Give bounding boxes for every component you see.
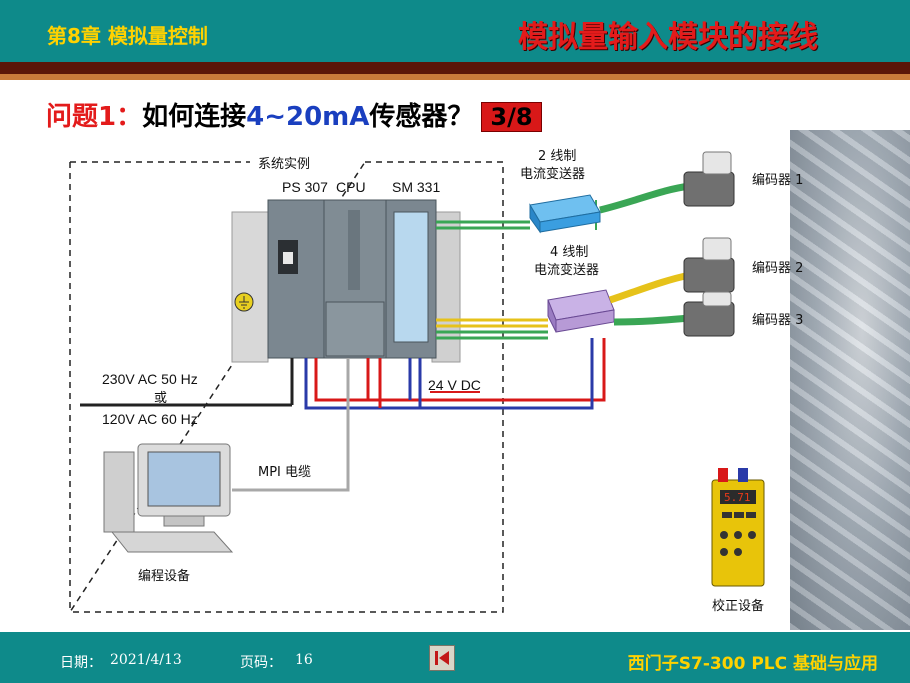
ps307-module [267, 199, 325, 359]
wire-4wire-green [436, 330, 548, 340]
calibrator-display [720, 490, 756, 504]
slide-title: 模拟量输入模块的接线 [518, 20, 818, 55]
encoder-1-cap [702, 151, 732, 175]
calibrator-jack-3 [748, 531, 756, 539]
mpi-cable [232, 358, 350, 492]
programmer-label: 编程设备 [138, 568, 190, 584]
footer-course-title: 西门子S7-300 PLC 基础与应用 [627, 654, 878, 674]
sm331-label-strip [393, 211, 429, 343]
pc-stand [163, 515, 205, 527]
encoder-3-body [683, 301, 735, 337]
background-texture [790, 130, 910, 630]
calibrator-lead-red [718, 468, 728, 482]
question-highlight: 4~20mA [246, 102, 370, 132]
dc-label: 24 V DC [428, 377, 481, 393]
calibrator-key-1 [722, 512, 732, 518]
calibrator-jack-4 [720, 548, 728, 556]
cable-encoder-3 [613, 314, 691, 326]
page-badge: 3/8 [481, 102, 542, 132]
encoder-1-label: 编码器 1 [752, 173, 803, 188]
wire-2wire-signal [436, 220, 530, 230]
power-label-230v: 230V AC 50 Hz [102, 371, 198, 387]
chapter-label: 第8章 模拟量控制 [47, 24, 208, 48]
question-prefix: 问题1： [46, 102, 143, 132]
transmitter-4wire-label-2: 电流变送器 [534, 262, 599, 278]
cable-encoder-1 [599, 182, 691, 214]
transmitter-4wire-label-1: 4 线制 [550, 245, 588, 260]
din-rail [231, 211, 269, 363]
question-suffix: 传感器？ [369, 102, 474, 132]
transmitter-2wire-label-1: 2 线制 [538, 149, 576, 164]
wire-dc-negative [304, 338, 594, 410]
mpi-label: MPI 电缆 [258, 464, 311, 480]
header-bar [0, 0, 910, 62]
encoder-2-cap [702, 237, 732, 261]
first-page-button[interactable] [429, 645, 455, 671]
module-label-ps307: PS 307 [282, 179, 328, 195]
footer-page-label: 页码： [240, 655, 282, 671]
question-text: 如何连接 [142, 102, 247, 132]
pc-screen [147, 451, 221, 507]
footer-date-label: 日期： [60, 655, 102, 671]
encoder-2-label: 编码器 2 [752, 261, 803, 276]
calibrator-label: 校正设备 [712, 598, 764, 614]
wire-sm331-power [408, 358, 422, 408]
calibrator-jack-2 [734, 531, 742, 539]
question-heading: 问题1：如何连接4~20mA传感器？3/8 [46, 96, 542, 133]
calibrator-jack-5 [734, 548, 742, 556]
encoder-3-cap [702, 291, 732, 307]
module-label-cpu: CPU [336, 179, 366, 195]
pc-tower [103, 451, 135, 533]
system-label: 系统实例 [258, 157, 310, 172]
wire-dc-positive [314, 338, 606, 402]
calibrator-display-value: 5.71 [724, 491, 751, 504]
module-label-sm331: SM 331 [392, 179, 440, 195]
first-page-icon [435, 651, 449, 665]
ps307-switch-lever [283, 252, 293, 264]
footer-date: 2021/4/13 [110, 652, 182, 668]
encoder-3-label: 编码器 3 [752, 313, 803, 328]
footer-page-number: 16 [295, 652, 313, 668]
cpu-slot [348, 210, 360, 290]
cpu-front-door [325, 301, 385, 357]
cable-encoder-2 [608, 271, 691, 304]
encoder-1-body [683, 171, 735, 207]
calibrator-key-2 [734, 512, 744, 518]
calibrator-key-3 [746, 512, 756, 518]
transmitter-2wire-label-2: 电流变送器 [520, 166, 585, 182]
header-stripe-dark [0, 62, 910, 74]
pc-keyboard [110, 531, 234, 553]
encoder-2-body [683, 257, 735, 293]
transmitter-2wire-front [539, 211, 601, 233]
calibrator-jack-1 [720, 531, 728, 539]
ground-symbol [239, 296, 249, 309]
power-label-120v: 120V AC 60 Hz [102, 411, 198, 427]
wire-cpu-power [366, 358, 382, 408]
footer-bar [0, 632, 910, 683]
power-label-or: 或 [154, 391, 167, 406]
wire-ac-line [100, 358, 294, 407]
calibrator-lead-blue [738, 468, 748, 482]
wire-4wire-yellow [436, 318, 548, 328]
header-stripe-light [0, 74, 910, 80]
